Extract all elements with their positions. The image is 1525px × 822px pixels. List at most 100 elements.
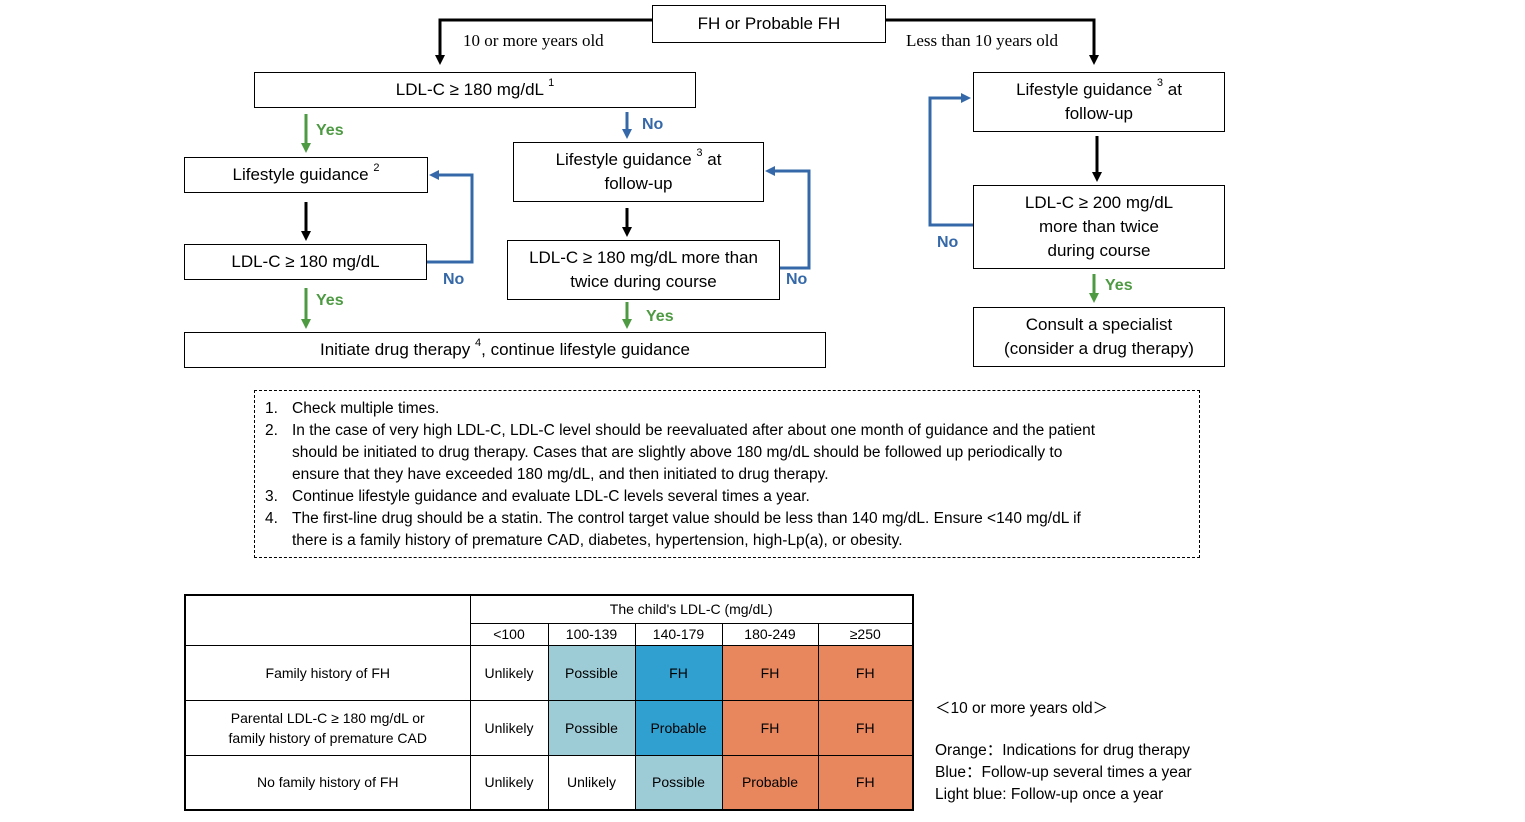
drug-label-b: , continue lifestyle guidance (481, 340, 690, 359)
ldl-180-main-box: LDL-C ≥ 180 mg/dL 1 (254, 72, 696, 108)
footnotes-list: 1. Check multiple times. 2. In the case of … (265, 398, 1189, 552)
table-cell: FH (817, 644, 914, 701)
footnote-line: Continue lifestyle guidance and evaluate… (292, 488, 810, 505)
footnote-number: 2. (265, 422, 278, 439)
table-cell: Possible (547, 699, 636, 756)
lifestyle-followup-text-mid: Lifestyle guidance 3 at follow-up (556, 148, 722, 196)
table-cell: Unlikely (469, 699, 549, 756)
lifestyle-guidance-box: Lifestyle guidance 2 (184, 157, 428, 193)
table-cell: FH (721, 644, 819, 701)
ldl-180-main-label: LDL-C ≥ 180 mg/dL (395, 80, 544, 99)
table-cell: FH (634, 644, 723, 701)
no-label-3: No (786, 271, 808, 288)
footnote-4: 4 (475, 337, 482, 350)
arrow-top-left (435, 18, 652, 65)
row-label: No family history of FH (184, 754, 471, 811)
footnote-line: Check multiple times. (292, 400, 440, 417)
ldl-180-main-text: LDL-C ≥ 180 mg/dL 1 (396, 78, 554, 102)
table-cell: FH (817, 754, 914, 811)
footnote-item: 3. Continue lifestyle guidance and evalua… (265, 486, 1189, 508)
yes-label-3: Yes (646, 308, 674, 325)
footnote-text: Continue lifestyle guidance and evaluate… (292, 486, 810, 508)
ldl-200-line-3: during course (1047, 241, 1151, 260)
followup-label-c: follow-up (604, 174, 673, 193)
legend-title: ＜10 or more years old＞ (935, 700, 1109, 717)
footnote-2: 2 (373, 162, 380, 175)
top-box: FH or Probable FH (652, 5, 886, 43)
arrow-top-right (886, 18, 1099, 65)
drug-therapy-text: Initiate drug therapy 4, continue lifest… (320, 338, 690, 362)
top-box-text: FH or Probable FH (697, 14, 841, 33)
arrow-no-loop-mid (765, 166, 811, 270)
followup-label-b: at (707, 150, 722, 169)
footnote-number: 3. (265, 488, 278, 505)
legend-item-orange: Orange：Indications for drug therapy (935, 742, 1191, 759)
footnotes-box: 1. Check multiple times. 2. In the case of … (254, 390, 1200, 558)
row-label-line: Parental LDL-C ≥ 180 mg/dL or (230, 709, 425, 726)
table-column-header: <100 (469, 622, 549, 646)
specialist-line-1: Consult a specialist (1025, 315, 1173, 334)
right-followup-label-b: at (1167, 80, 1182, 99)
table-cell: Possible (634, 754, 723, 811)
lifestyle-guidance-text: Lifestyle guidance 2 (233, 163, 380, 187)
specialist-line-2: (consider a drug therapy) (1004, 339, 1194, 358)
table-cell: Probable (721, 754, 819, 811)
table-column-header: 180-249 (721, 622, 819, 646)
yes-label-2: Yes (316, 292, 344, 309)
footnote-text: The first-line drug should be a statin. … (292, 508, 1081, 552)
drug-therapy-box: Initiate drug therapy 4, continue lifest… (184, 332, 826, 368)
table-cell: Unlikely (469, 754, 549, 811)
table-cell: FH (721, 699, 819, 756)
footnote-line: ensure that they have exceeded 180 mg/dL… (292, 466, 829, 483)
ldl-180-check-box: LDL-C ≥ 180 mg/dL (184, 244, 427, 280)
footnote-number: 1. (265, 400, 278, 417)
table-column-header: 140-179 (634, 622, 723, 646)
followup-label-a: Lifestyle guidance (555, 150, 692, 169)
footnote-item: 1. Check multiple times. (265, 398, 1189, 420)
no-label-right: No (937, 234, 959, 251)
arrow-no-loop-left (427, 170, 474, 264)
footnote-3-mid: 3 (696, 147, 703, 160)
arrow-no-loop-right (928, 93, 973, 227)
yes-label-1: Yes (316, 122, 344, 139)
table-cell: Unlikely (469, 644, 549, 701)
branch-label-right: Less than 10 years old (906, 31, 1059, 50)
specialist-text: Consult a specialist (consider a drug the… (1004, 313, 1194, 361)
legend-item-blue: Blue：Follow-up several times a year (935, 764, 1192, 781)
right-followup-label-c: follow-up (1064, 104, 1134, 123)
row-label: Family history of FH (184, 644, 471, 701)
footnote-line: The first-line drug should be a statin. … (292, 510, 1081, 527)
table-cell: Probable (634, 699, 723, 756)
row-label-line: family history of premature CAD (228, 729, 427, 746)
no-label-2: No (443, 271, 465, 288)
footnote-item: 4.The first-line drug should be a statin… (265, 508, 1189, 552)
twice-line-2: twice during course (570, 272, 717, 291)
no-label-1: No (642, 116, 664, 133)
lifestyle-guidance-label: Lifestyle guidance (232, 165, 369, 184)
ldl-200-line-2: more than twice (1039, 217, 1159, 236)
lifestyle-followup-box-mid: Lifestyle guidance 3 at follow-up (513, 142, 764, 202)
row-label-line: Family history of FH (265, 664, 390, 681)
footnote-line: there is a family history of premature C… (292, 532, 903, 549)
right-followup-label-a: Lifestyle guidance (1016, 80, 1153, 99)
table-column-header: 100-139 (547, 622, 636, 646)
drug-label-a: Initiate drug therapy (320, 340, 471, 359)
footnote-1: 1 (548, 77, 555, 90)
footnote-line: should be initiated to drug therapy. Cas… (292, 444, 1063, 461)
ldl-180-check-text: LDL-C ≥ 180 mg/dL (231, 252, 380, 271)
footnote-item: 2. In the case of very high LDL-C, LDL-C … (265, 420, 1189, 486)
table-cell: FH (817, 699, 914, 756)
row-label-line: No family history of FH (256, 774, 399, 791)
table-row: Parental LDL-C ≥ 180 mg/dL or family hist… (184, 699, 914, 756)
footnote-line: In the case of very high LDL-C, LDL-C le… (292, 422, 1096, 439)
table-header: The child's LDL-C (mg/dL) (469, 594, 914, 624)
